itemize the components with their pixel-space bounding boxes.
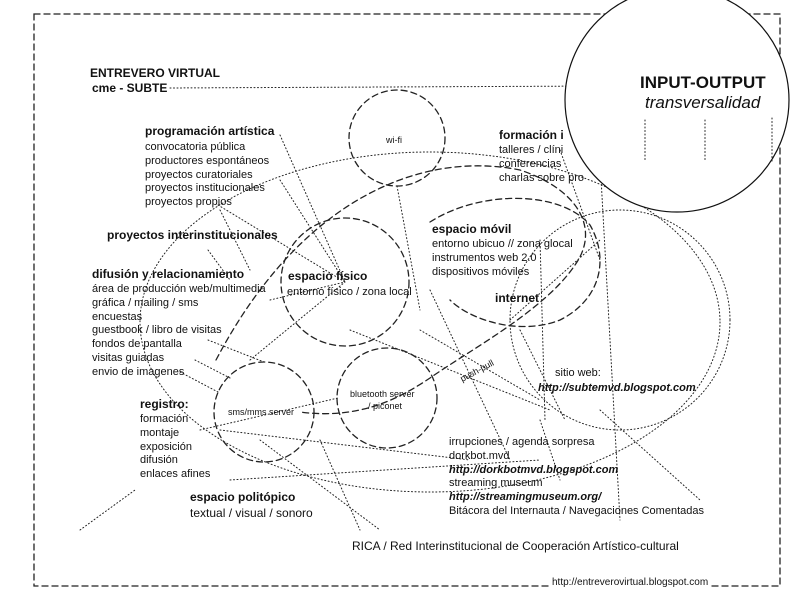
programacion-item: proyectos curatoriales: [145, 168, 253, 181]
registro-item: difusión: [140, 454, 178, 467]
push-pull-curve: [215, 165, 587, 415]
irrupciones-list: irrupciones / agenda sorpresa dorkbot.mv…: [449, 436, 704, 519]
irrupciones-item: streaming museum: [449, 477, 543, 490]
espacio-movil-list: entorno ubicuo // zona glocal instrument…: [432, 238, 573, 279]
streaming-museum-url-link[interactable]: http://streamingmuseum.org/: [449, 491, 602, 504]
registro-item: exposición: [140, 440, 192, 453]
espacio-politopico-subtitle: textual / visual / sonoro: [190, 506, 313, 520]
formacion-item: conferencias: [499, 157, 562, 170]
espacio-movil-blob: [429, 197, 601, 328]
dotted-shapes: [139, 151, 731, 493]
espacio-movil-item: instrumentos web 2.0: [432, 251, 537, 264]
registro-item: formación: [140, 413, 189, 425]
formacion-title: formación i: [499, 128, 564, 142]
wifi-label: wi-fi: [386, 135, 402, 145]
espacio-fisico-title: espacio físico: [288, 269, 368, 283]
programacion-item: proyectos propios: [145, 196, 232, 209]
registro-list: formación montaje exposición difusión en…: [140, 413, 210, 482]
registro-item: enlaces afines: [140, 468, 211, 481]
difusion-item: guestbook / libro de visitas: [92, 324, 222, 337]
difusion-item: fondos de pantalla: [92, 338, 182, 351]
espacio-movil-item: dispositivos móviles: [432, 265, 530, 278]
input-output-title: INPUT-OUTPUT: [640, 73, 766, 92]
bluetooth-circle: [336, 347, 438, 449]
formacion-list: talleres / clíni conferencias charlas so…: [499, 144, 584, 185]
programacion-list: convocatoria pública productores espontá…: [145, 141, 269, 210]
internet-title: internet: [495, 291, 540, 305]
sms-server-label: sms/mms server: [228, 407, 294, 417]
programacion-item: convocatoria pública: [145, 141, 246, 153]
irrupciones-item: dorkbot.mvd: [449, 449, 510, 462]
difusion-item: encuestas: [92, 310, 143, 323]
proyectos-inter-title: proyectos interinstitucionales: [107, 228, 278, 242]
registro-title: registro:: [140, 397, 189, 411]
difusion-item: gráfica / mailing / sms: [92, 296, 199, 309]
programacion-item: proyectos institucionales: [145, 182, 265, 195]
espacio-movil-title: espacio móvil: [432, 222, 512, 236]
outer-frame: [33, 13, 781, 587]
large-dotted-ellipse: [139, 151, 721, 493]
espacio-fisico-circle: [280, 217, 410, 347]
io-dotted-lines: [644, 117, 773, 163]
sitio-web-url[interactable]: http://subtemvd.blogspot.com: [538, 382, 696, 394]
connection-lines: [79, 134, 701, 531]
registro-item: montaje: [140, 426, 180, 439]
espacio-fisico-subtitle: entorno físico / zona local: [287, 286, 412, 298]
irrupciones-item: Bitácora del Internauta / Navegaciones C…: [449, 504, 704, 517]
rica-label: RICA / Red Interinstitucional de Coopera…: [352, 539, 679, 553]
sitio-web-label: sitio web:: [555, 367, 601, 379]
header-dotted-line: [169, 85, 601, 89]
espacio-movil-item: entorno ubicuo // zona glocal: [432, 238, 573, 250]
difusion-title: difusión y relacionamiento: [92, 267, 245, 281]
header-subtitle: cme - SUBTE: [92, 81, 168, 95]
internet-dotted-circle: [509, 209, 731, 431]
header-title: ENTREVERO VIRTUAL: [90, 66, 221, 80]
bluetooth-label-line1: bluetooth server: [350, 389, 415, 399]
formacion-item: charlas sobre pro: [499, 171, 584, 184]
programacion-title: programación artística: [145, 124, 275, 138]
input-output-subtitle: transversalidad: [645, 93, 761, 112]
difusion-item: envio de imagenes: [92, 365, 185, 378]
footer-url[interactable]: http://entreverovirtual.blogspot.com: [550, 576, 711, 590]
difusion-list: área de producción web/multimedia gráfic…: [92, 283, 266, 380]
dorkbot-url-link[interactable]: http://dorkbotmvd.blogspot.com: [449, 463, 619, 476]
input-output-circle: [564, 0, 790, 213]
bluetooth-label-line2: / piconet: [368, 401, 403, 411]
difusion-item: visitas guiadas: [92, 351, 165, 364]
espacio-politopico-title: espacio politópico: [190, 490, 296, 504]
formacion-item: talleres / clíni: [499, 144, 564, 156]
programacion-item: productores espontáneos: [145, 154, 270, 167]
irrupciones-item: irrupciones / agenda sorpresa: [449, 436, 595, 448]
difusion-item: área de producción web/multimedia: [92, 283, 266, 295]
